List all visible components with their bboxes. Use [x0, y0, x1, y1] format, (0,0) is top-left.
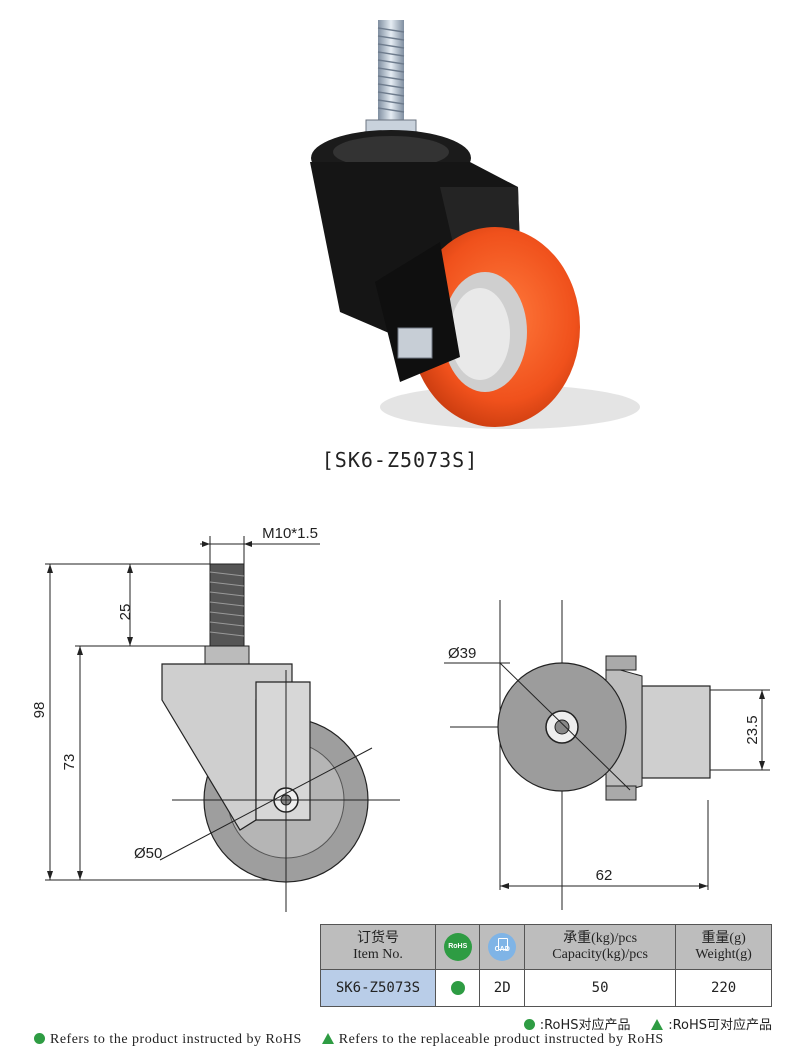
product-photo	[310, 20, 640, 429]
rohs-icon: RoHS	[443, 933, 472, 961]
side-wheel-dia-dim: Ø39	[448, 645, 476, 662]
triangle-icon	[651, 1019, 664, 1030]
plate-dim: 23.5	[744, 715, 761, 744]
header-weight: 重量(g)Weight(g)	[675, 924, 772, 970]
circle-icon	[523, 1019, 535, 1030]
stem-dim: 25	[117, 604, 134, 621]
legend-cn: :RoHS对应产品 :RoHS可对应产品	[523, 1014, 772, 1033]
front-view-drawing: M10*1.5 25 98 73 Ø50	[31, 525, 400, 912]
wheel-dia-dim: Ø50	[134, 845, 162, 862]
rohs-cell	[434, 969, 481, 1007]
circle-icon	[34, 1033, 45, 1044]
triangle-icon	[321, 1033, 334, 1044]
header-rohs: RoHS	[434, 924, 481, 970]
side-view-drawing: Ø39 23.5 62	[444, 600, 770, 910]
capacity-value: 50	[523, 969, 677, 1007]
weight-value: 220	[675, 969, 772, 1007]
item-no: SK6-Z5073S	[320, 969, 436, 1007]
thread-dim: M10*1.5	[262, 525, 318, 542]
height-dim: 98	[31, 702, 48, 719]
rohs-dot-icon	[450, 981, 465, 995]
width-dim: 62	[596, 867, 613, 884]
table-row: SK6-Z5073S 2D 50 220	[320, 969, 772, 1007]
legend-en: Refers to the product instructed by RoHS…	[34, 1032, 779, 1048]
product-caption: [SK6-Z5073S]	[321, 448, 479, 472]
mount-height-dim: 73	[61, 754, 78, 771]
cad-icon: CAD	[488, 933, 517, 961]
header-cad: CAD	[479, 924, 525, 970]
cad-value: 2D	[479, 969, 525, 1007]
